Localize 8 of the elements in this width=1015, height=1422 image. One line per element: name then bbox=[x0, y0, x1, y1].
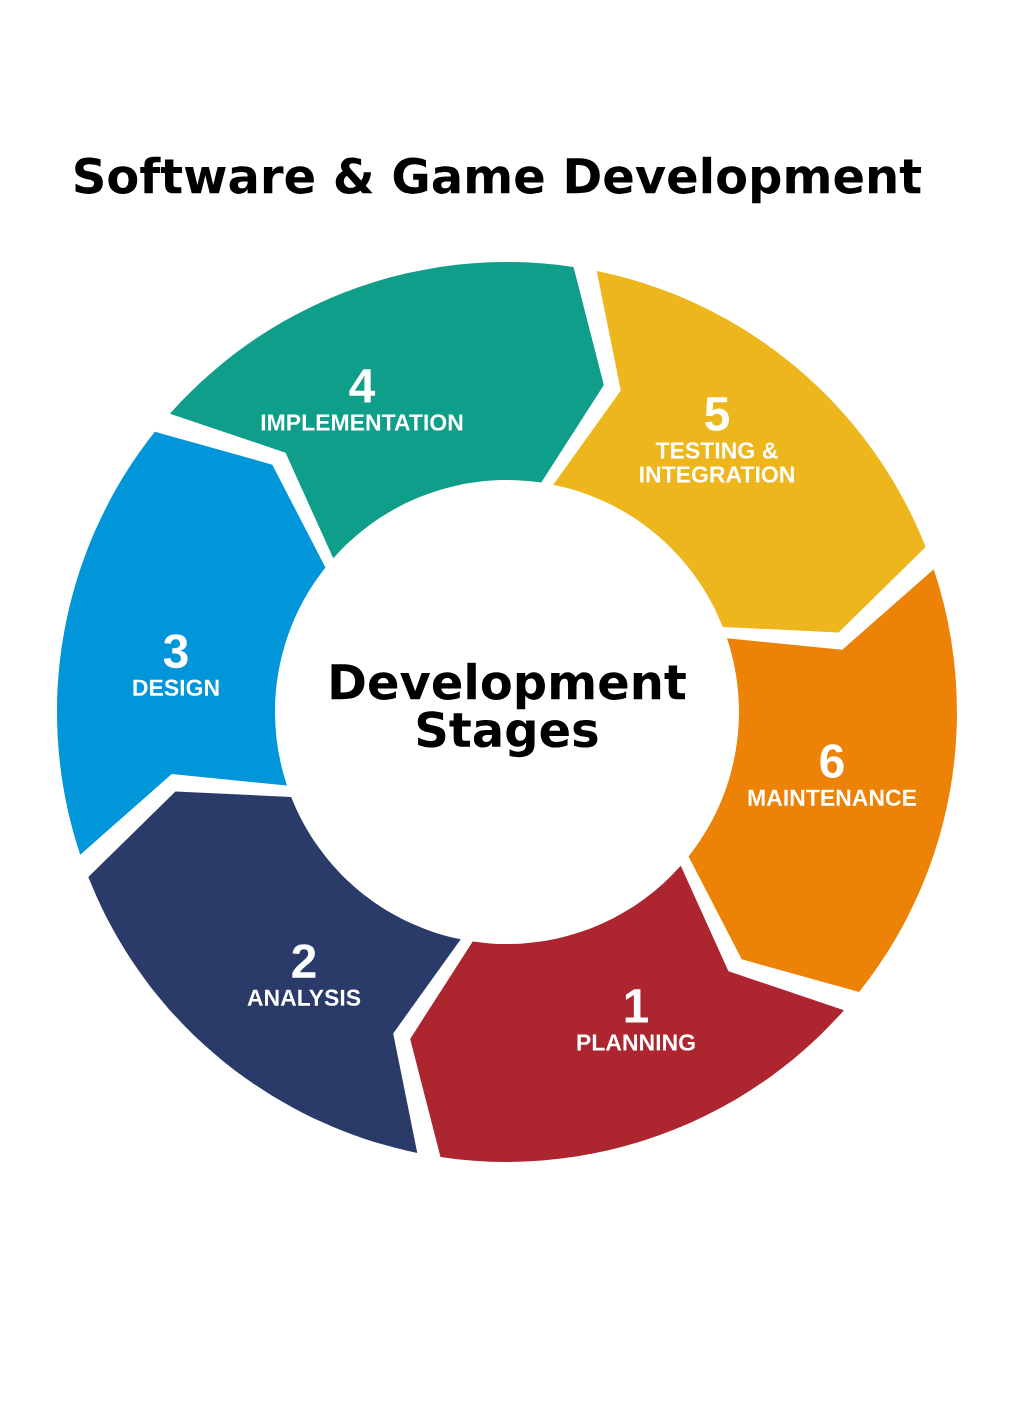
ring-segment: 2 ANALYSIS bbox=[88, 791, 461, 1153]
ring-segment: 6 MAINTENANCE bbox=[688, 569, 957, 993]
center-text: Development Stages bbox=[331, 662, 686, 758]
ring-segment: 5 TESTING & INTEGRATION bbox=[553, 271, 926, 633]
ring-segment: 3 DESIGN bbox=[57, 431, 326, 855]
title: Software & Game Development bbox=[75, 156, 922, 204]
ring-segment: 1 PLANNING bbox=[410, 865, 844, 1162]
ring-segment: 4 IMPLEMENTATION bbox=[170, 262, 604, 559]
